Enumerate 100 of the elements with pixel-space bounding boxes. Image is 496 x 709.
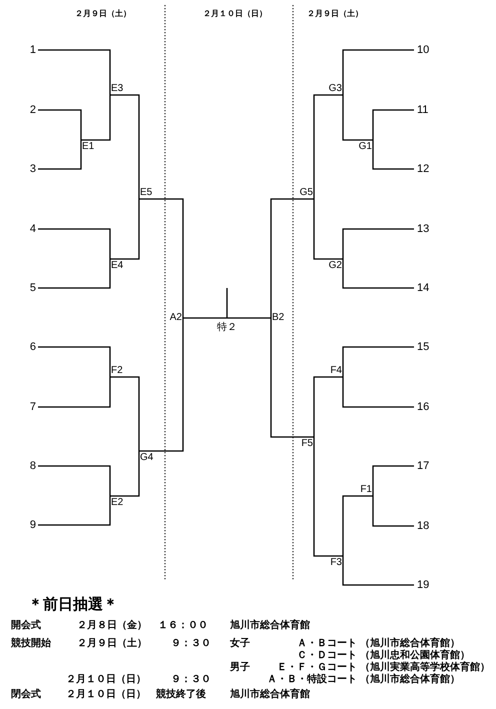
bracket-line <box>110 451 140 497</box>
bracket-line <box>313 437 343 557</box>
event-name: 競技開始 <box>11 638 51 649</box>
date-text: ２月１０日（日） <box>66 674 146 685</box>
bracket-line <box>110 94 140 199</box>
bracket-line <box>372 496 414 527</box>
venue-name: （旭川市総合体育館） <box>360 674 460 685</box>
bracket-line <box>38 377 111 408</box>
team-number: 19 <box>417 579 430 591</box>
court-name: Ｃ・Ｄコート <box>297 650 357 661</box>
match-label: G2 <box>328 261 342 271</box>
bracket-line <box>342 346 414 377</box>
bracket-line <box>226 288 228 319</box>
match-label: E5 <box>140 188 152 198</box>
team-number: 16 <box>417 401 430 413</box>
bracket-line <box>139 318 184 452</box>
match-label: G4 <box>140 453 154 463</box>
venue-name: 旭川市総合体育館 <box>230 620 310 631</box>
bracket-line <box>183 317 228 319</box>
event-name: 開会式 <box>11 620 41 631</box>
match-label: E4 <box>111 261 124 271</box>
team-number: 6 <box>30 341 36 353</box>
venue-name: 旭川市総合体育館 <box>230 689 310 700</box>
bracket-line <box>342 377 414 408</box>
match-label: E1 <box>82 142 94 152</box>
bracket-line <box>38 140 82 170</box>
bracket-line <box>38 228 111 259</box>
bracket-line <box>270 318 314 438</box>
team-number: 14 <box>417 282 430 294</box>
bracket-line <box>81 95 111 141</box>
bracket-line <box>38 109 82 140</box>
date-text: ２月１０日（日） <box>66 689 146 700</box>
date-text: ２月８日（金） <box>77 620 147 631</box>
bracket-line <box>342 95 373 141</box>
bracket-line <box>110 376 140 451</box>
bracket-line <box>372 109 414 140</box>
bracket-line <box>38 346 111 377</box>
match-label: E2 <box>111 498 124 508</box>
match-label: F3 <box>330 558 342 568</box>
team-number: 17 <box>417 460 430 472</box>
team-number: 8 <box>30 460 36 472</box>
event-name: 閉会式 <box>11 689 41 700</box>
category-text: 男子 <box>230 662 250 673</box>
team-number: 15 <box>417 341 430 353</box>
team-number: 18 <box>417 520 430 532</box>
match-label: E3 <box>111 84 124 94</box>
match-label: G5 <box>300 188 313 198</box>
court-name: Ｅ・Ｆ・Ｇコート <box>277 662 357 673</box>
bracket-line <box>342 495 373 556</box>
bracket-line <box>226 317 271 319</box>
bracket-line <box>38 49 111 95</box>
date-heading: ２月９日（土） <box>307 9 363 18</box>
team-number: 11 <box>417 104 428 116</box>
bracket-line <box>38 259 111 289</box>
date-heading: ２月１０日（日） <box>203 9 267 18</box>
time-text: １６：００ <box>158 620 208 631</box>
bracket-line <box>313 94 343 199</box>
bracket-line <box>110 199 140 260</box>
team-number: 7 <box>30 401 36 413</box>
bracket-line <box>139 198 184 318</box>
match-label: G1 <box>358 142 372 152</box>
match-label: A2 <box>170 313 182 323</box>
venue-name: （旭川実業高等学校体育館） <box>360 662 490 673</box>
bracket-line <box>38 496 111 526</box>
team-number: 13 <box>417 223 430 235</box>
team-number: 10 <box>417 44 430 56</box>
bracket-line <box>342 259 414 289</box>
venue-name: （旭川市総合体育館） <box>360 638 460 649</box>
team-number: 5 <box>30 282 36 294</box>
match-label: 特２ <box>217 322 237 333</box>
team-number: 2 <box>30 104 36 116</box>
bracket-line <box>313 199 343 260</box>
date-heading: ２月９日（土） <box>75 9 131 18</box>
date-text: ２月９日（土） <box>77 638 147 649</box>
match-label: G3 <box>328 84 342 94</box>
bracket-line <box>342 228 414 259</box>
section-heading: ＊前日抽選＊ <box>28 596 118 612</box>
time-text: 競技終了後 <box>156 689 206 700</box>
team-number: 1 <box>30 44 36 56</box>
team-number: 9 <box>30 519 36 531</box>
match-label: B2 <box>272 313 284 323</box>
bracket-line <box>342 49 414 95</box>
team-number: 12 <box>417 163 430 175</box>
time-text: ９：３０ <box>171 638 211 649</box>
team-number: 3 <box>30 163 36 175</box>
court-name: Ａ・Ｂコート <box>297 638 357 649</box>
time-text: ９：３０ <box>171 674 211 685</box>
bracket-line <box>342 556 414 586</box>
venue-name: （旭川忠和公園体育館） <box>360 650 470 661</box>
category-text: 女子 <box>230 638 250 649</box>
bracket-line <box>313 376 343 437</box>
match-label: F4 <box>330 366 342 376</box>
court-name: Ａ・Ｂ・特設コート <box>267 674 357 685</box>
bracket-line <box>372 140 414 170</box>
bracket-line <box>38 465 111 496</box>
match-label: F5 <box>301 439 313 449</box>
bracket-line <box>270 198 314 318</box>
match-label: F2 <box>111 366 123 376</box>
bracket-line <box>372 465 414 496</box>
team-number: 4 <box>30 223 36 235</box>
